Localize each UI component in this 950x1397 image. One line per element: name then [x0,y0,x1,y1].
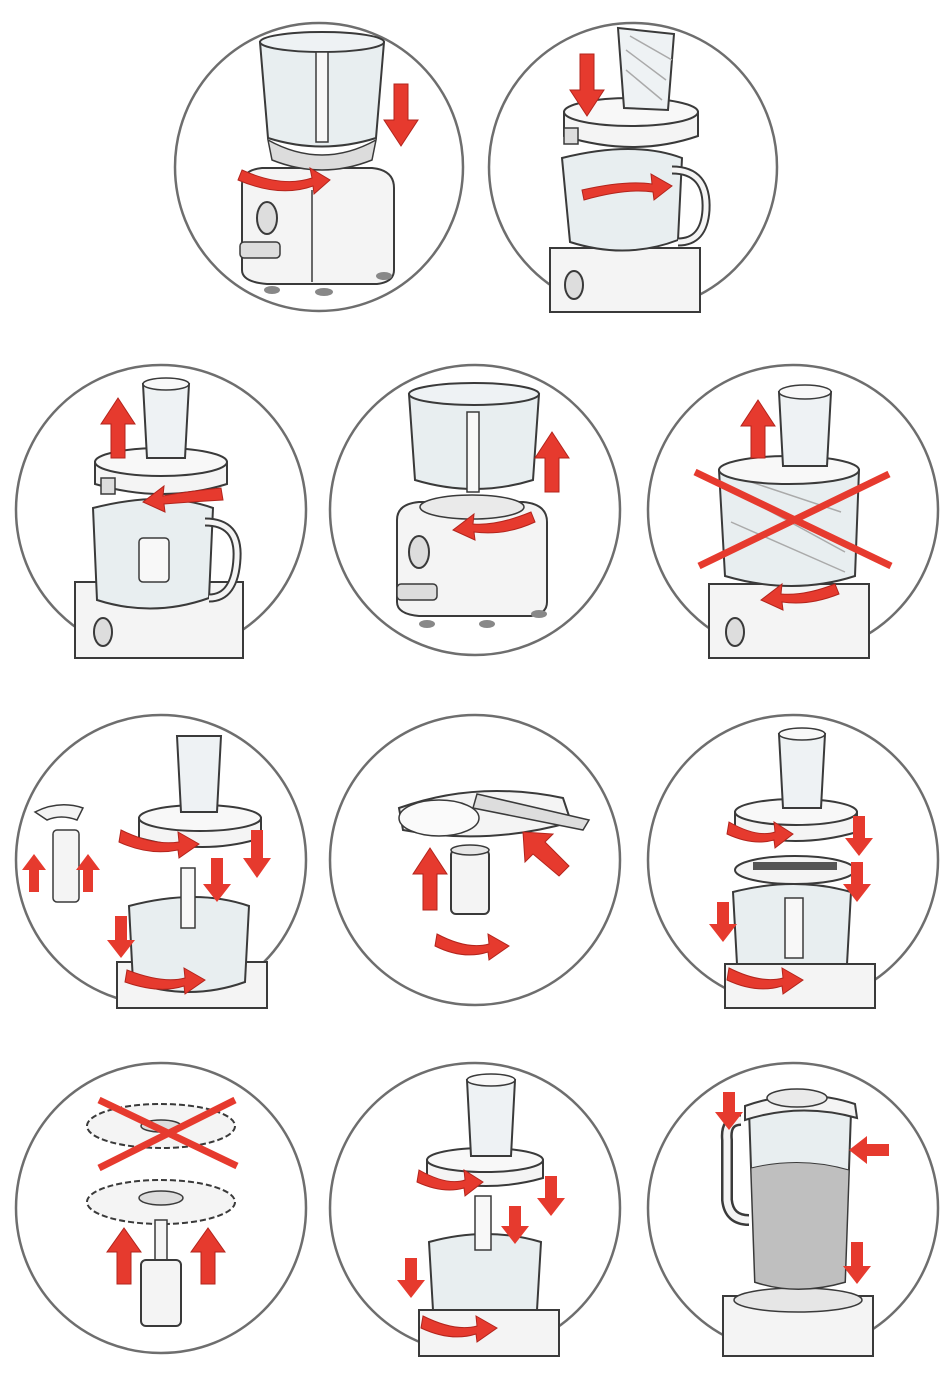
step-6-illustration [13,712,309,1008]
step-11-illustration [645,1060,941,1356]
step-7-illustration [327,712,623,1008]
step-5-illustration [645,362,941,658]
step-10-illustration [327,1060,623,1356]
step-3-illustration [13,362,309,658]
step-1-illustration [172,20,466,314]
step-2-illustration [486,20,780,314]
step-8-illustration [645,712,941,1008]
step-9-illustration [13,1060,309,1356]
step-4-illustration [327,362,623,658]
